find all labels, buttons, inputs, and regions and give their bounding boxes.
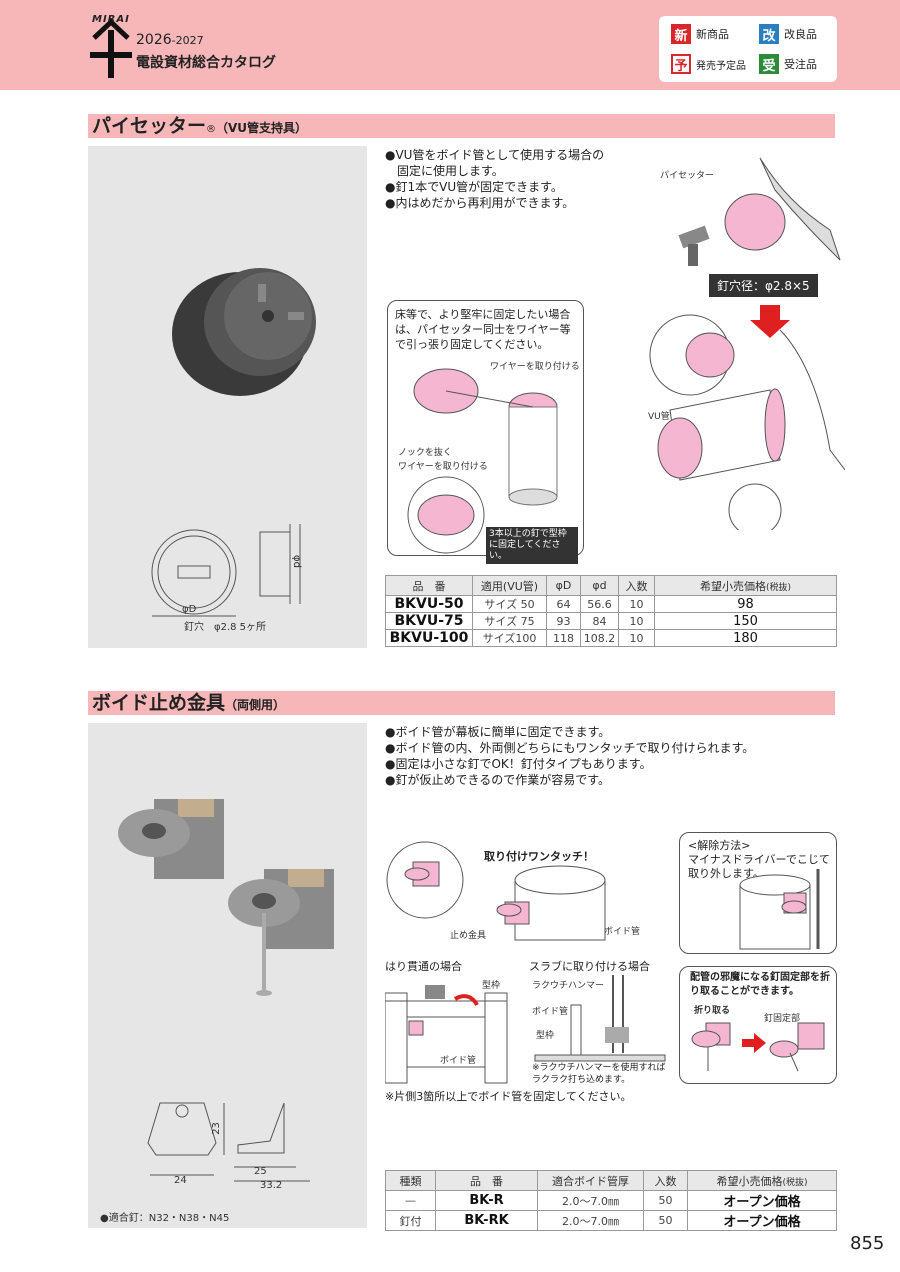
dim-23: 23 <box>210 1122 222 1135</box>
break-off-box: 配管の邪魔になる釘固定部を折り取ることができます。 折り取る 釘固定部 <box>679 966 837 1084</box>
slab-case-label: スラブに取り付ける場合 <box>529 960 650 973</box>
formwork-label-2: 型枠 <box>536 1031 555 1041</box>
catalog-year: 2026-2027 <box>136 32 204 48</box>
void-pipe-label-3: ボイド管 <box>440 1056 477 1066</box>
void-pipe-label-2: ボイド管 <box>532 1007 569 1017</box>
void-bracket-spec-table: 種類 品 番 適合ボイド管厚 入数 希望小売価格(税抜) — BK-R 2.0〜… <box>385 1170 837 1231</box>
one-touch-title: 取り付けワンタッチ！ <box>484 850 594 863</box>
one-touch-illustration <box>386 841 606 941</box>
new-badge-icon: 新 <box>671 24 691 44</box>
legend-new: 新 新商品 <box>671 24 729 44</box>
logo-text: MIRAI <box>92 14 130 25</box>
dim-33-2: 33.2 <box>260 1180 283 1191</box>
paisetter-product-image <box>151 268 316 617</box>
upcoming-badge-icon: 予 <box>671 54 691 74</box>
table-row: BKVU-50 サイズ 50 64 56.6 10 98 <box>385 595 837 613</box>
catalog-title: 電設資材総合カタログ <box>136 55 276 71</box>
section-title: パイセッター <box>92 115 207 137</box>
section-title: ボイド止め金具 <box>92 692 226 714</box>
nail-holes-label: 釘穴 φ2.8 5ヶ所 <box>184 622 267 633</box>
break-off-illustration <box>691 1022 825 1072</box>
table-row: 釘付 BK-RK 2.0〜7.0㎜ 50 オープン価格 <box>385 1210 837 1231</box>
nail-hole-diameter-tag: 釘穴径：φ2.8×5 <box>709 274 818 297</box>
nail-note: 3本以上の釘で型枠に固定してください。 <box>486 527 578 564</box>
knock-label: ノックを抜く <box>398 448 452 458</box>
section-void-bracket-header: ボイド止め金具（両側用） <box>88 691 835 715</box>
fix-note: ※片側3箇所以上でボイド管を固定してください。 <box>385 1090 632 1103</box>
table-row: BKVU-75 サイズ 75 93 84 10 150 <box>385 612 837 630</box>
hammer-label: ラクウチハンマー <box>532 981 605 991</box>
order-badge-icon: 受 <box>759 54 779 74</box>
bracket-label: 止め金具 <box>450 931 487 941</box>
release-method-box: <解除方法> マイナスドライバーでこじて取り外します。 <box>679 832 837 954</box>
dim-24: 24 <box>174 1175 187 1186</box>
paisetter-spec-table: 品 番 適用(VU管) φD φd 入数 希望小売価格(税抜) BKVU-50 … <box>385 575 837 647</box>
hammer-note: ※ラクウチハンマーを使用すればラクラク打ち込めます。 <box>532 1063 666 1085</box>
dim-phi-d: φD <box>182 604 197 615</box>
release-illustration <box>739 869 820 950</box>
wire-fix-illustration <box>407 368 558 554</box>
void-bracket-features: ●ボイド管が幕板に簡単に固定できます。 ●ボイド管の内、外両側どちらにもワンタッ… <box>385 725 755 787</box>
wire-attach-label-2: ワイヤーを取り付ける <box>398 462 488 472</box>
dim-25: 25 <box>254 1166 267 1177</box>
product-photo-panel: φD φd 釘穴 φ2.8 5ヶ所 <box>88 146 367 648</box>
product-legend: 新 新商品 改 改良品 予 発売予定品 受 受注品 <box>659 16 837 82</box>
vu-pipe-label: VU管 <box>648 412 670 422</box>
product-photo-panel-2: 23 24 25 33.2 ●適合釘：N32・N38・N45 <box>88 723 367 1228</box>
wire-fix-callout: 床等で、より堅牢に固定したい場合は、パイセッター同士をワイヤー等で引っ張り固定し… <box>387 300 584 564</box>
legend-order: 受 受注品 <box>759 54 817 74</box>
table-row: BKVU-100 サイズ100 118 108.2 10 180 <box>385 629 837 647</box>
beam-case-label: はり貫通の場合 <box>385 960 462 973</box>
wire-attach-label: ワイヤーを取り付ける <box>490 362 580 372</box>
dim-phi-small-d: φd <box>290 555 302 568</box>
page-number: 855 <box>850 1233 885 1254</box>
break-label: 折り取る <box>694 1006 731 1016</box>
nail-part-label: 釘固定部 <box>764 1014 801 1024</box>
installation-illustration <box>649 157 845 530</box>
formwork-label: 型枠 <box>482 981 501 991</box>
improved-badge-icon: 改 <box>759 24 779 44</box>
page-header: MIRAI 2026-2027 電設資材総合カタログ 新 新商品 改 改良品 予… <box>0 0 900 90</box>
void-pipe-label: ボイド管 <box>604 927 641 937</box>
legend-upcoming: 予 発売予定品 <box>671 54 746 74</box>
table-row: — BK-R 2.0〜7.0㎜ 50 オープン価格 <box>385 1190 837 1211</box>
section-paisetter-header: パイセッター®（VU管支持具） <box>88 114 835 138</box>
paisetter-features: ●VU管をボイド管として使用する場合の固定に使用します。 ●釘1本でVU管が固定… <box>385 148 605 210</box>
legend-improved: 改 改良品 <box>759 24 817 44</box>
compatible-nails: ●適合釘：N32・N38・N45 <box>100 1213 230 1224</box>
mirai-logo-icon <box>90 18 132 78</box>
beam-slab-illustration <box>385 975 666 1084</box>
void-bracket-product-image <box>118 799 334 1182</box>
paisetter-label: パイセッター <box>660 171 715 181</box>
